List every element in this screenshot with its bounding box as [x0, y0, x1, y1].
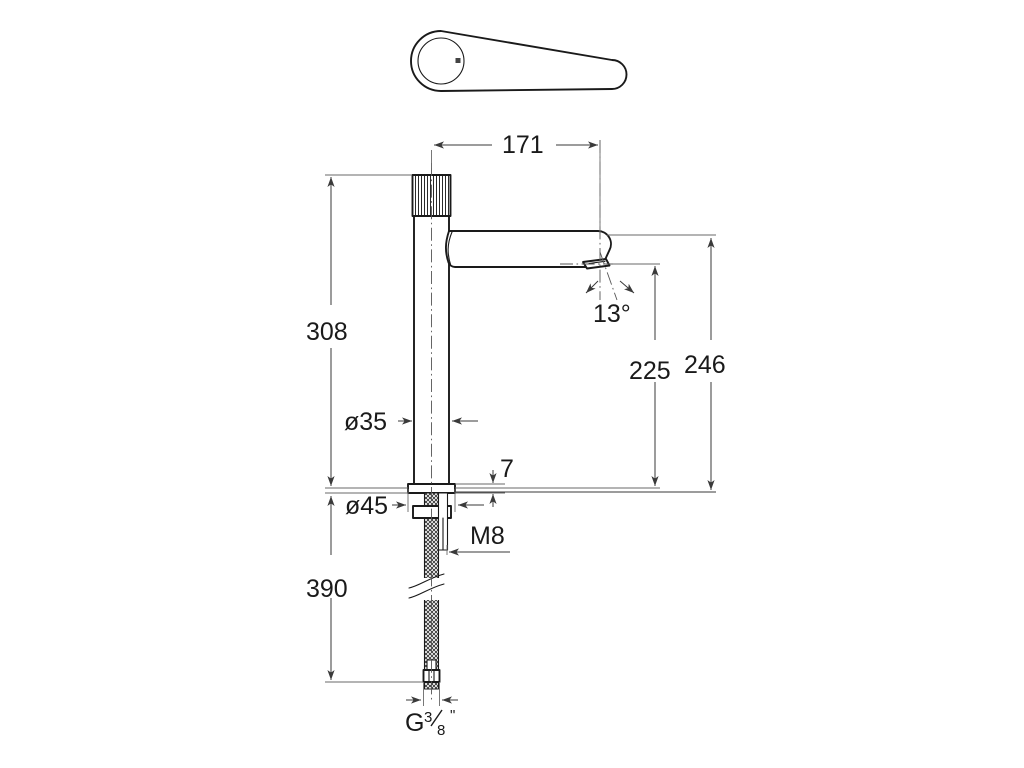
dimension-spout-reach: 171: [431, 131, 601, 232]
dimension-label-390: 390: [306, 575, 348, 603]
dimension-label-thread-numerator: 3: [424, 709, 432, 726]
dimension-label-171: 171: [502, 131, 544, 159]
dimension-label-13deg: 13°: [593, 300, 631, 328]
dimension-total-height: 308: [306, 174, 412, 489]
dimension-label-thread-denominator: 8: [437, 722, 445, 739]
lever-handle: [410, 30, 628, 92]
aerator-angle-centerline: [599, 251, 618, 301]
dimension-stud-thread: M8: [446, 522, 510, 556]
dimension-label-d35: ø35: [344, 408, 387, 436]
dimension-label-225: 225: [629, 357, 671, 385]
handle-hub-inner-circle: [417, 37, 465, 85]
dimension-hose-thread: G 3 8 ": [405, 682, 458, 739]
dimension-spout-top-height: 246: [455, 234, 726, 493]
dimension-label-246: 246: [684, 351, 726, 379]
hose-break-symbol: [408, 573, 445, 600]
dimension-base-thickness: 7: [455, 455, 514, 507]
dimension-spout-height: 225: [455, 263, 671, 489]
aerator-face-line: [588, 260, 606, 265]
dimension-outlet-angle: 13°: [585, 280, 635, 328]
dimension-base-diameter: ø45: [345, 489, 484, 520]
dimension-label-308: 308: [306, 318, 348, 346]
dimension-column-diameter: ø35: [344, 408, 478, 436]
dimension-label-thread-letter: G: [405, 709, 424, 737]
dimension-label-m8: M8: [470, 522, 505, 550]
spout-root-crease: [447, 231, 453, 267]
dimension-label-d45: ø45: [345, 492, 388, 520]
fraction-slash: [430, 709, 443, 727]
handle-detent-mark: [455, 58, 461, 63]
dimension-label-thread-unit: ": [450, 707, 455, 724]
dimension-label-7: 7: [500, 455, 514, 483]
dimension-hose-length: 390: [306, 492, 423, 683]
